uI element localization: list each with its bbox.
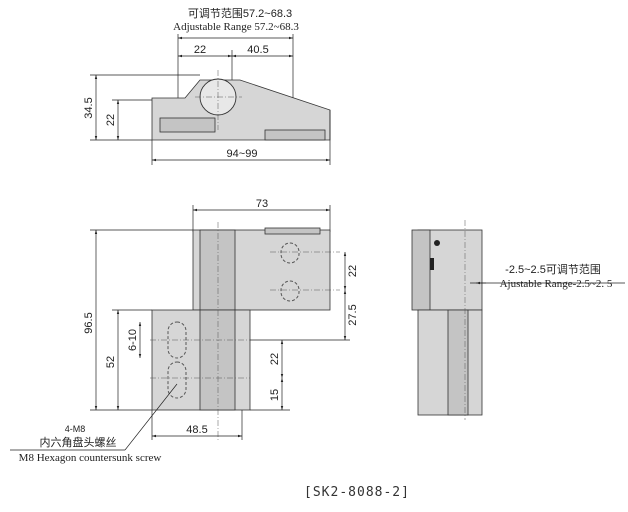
side-view: -2.5~2.5可调节范围 Ajustable Range-2.5~2. 5 [411, 220, 625, 420]
part-number: [SK2-8088-2] [304, 485, 410, 500]
top-view: 可调节范围57.2~68.3 Adjustable Range 57.2~68.… [83, 6, 331, 165]
dim-34-5: 34.5 [83, 97, 95, 118]
dim-22-vertical: 22 [105, 114, 117, 126]
dim-6-10: 6-10 [127, 329, 139, 351]
dim-48-5: 48.5 [186, 424, 207, 436]
front-view: 73 96.5 52 6-10 22 27.5 22 15 48.5 [10, 198, 359, 464]
dim-40-5: 40.5 [247, 44, 268, 56]
dim-94-99: 94~99 [227, 148, 258, 160]
dim-96-5: 96.5 [83, 312, 95, 333]
side-range-cn: -2.5~2.5可调节范围 [505, 262, 601, 276]
side-range-en: Ajustable Range-2.5~2. 5 [500, 278, 613, 290]
top-range-cn: 可调节范围57.2~68.3 [188, 6, 292, 20]
dim-52: 52 [105, 356, 117, 368]
screw-en: M8 Hexagon countersunk screw [19, 452, 162, 464]
screw-cn: 内六角盘头螺丝 [40, 435, 117, 449]
dim-22-top: 22 [194, 44, 206, 56]
dim-15: 15 [269, 389, 281, 401]
top-range-en: Adjustable Range 57.2~68.3 [173, 21, 299, 33]
dim-73: 73 [256, 198, 268, 210]
screw-qty: 4-M8 [65, 424, 86, 434]
dim-22-upper: 22 [347, 265, 359, 277]
dim-22-lower: 22 [269, 353, 281, 365]
dim-27-5: 27.5 [347, 304, 359, 325]
